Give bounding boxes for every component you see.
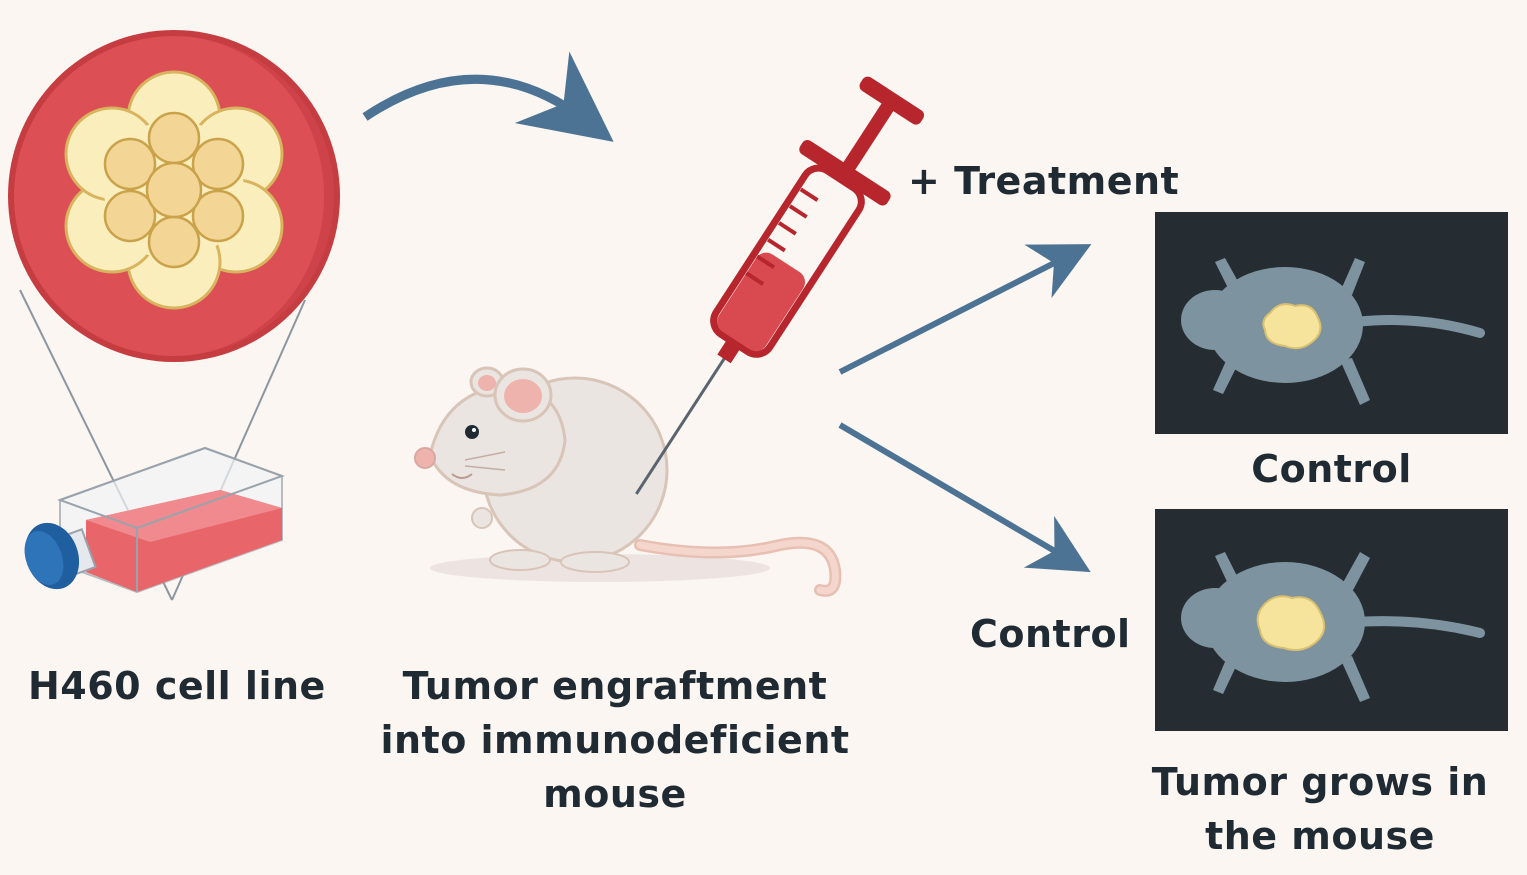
tumor-grows-label: Tumor grows in the mouse xyxy=(1120,756,1520,864)
arrow-to-treatment xyxy=(838,244,1092,375)
mouse-icon xyxy=(414,366,842,597)
engraftment-label: Tumor engraftment into immunodeficient m… xyxy=(380,660,850,822)
tumor-grows-line-1: Tumor grows in xyxy=(1151,760,1489,804)
engraftment-line-1: Tumor engraftment xyxy=(402,664,828,708)
engraftment-line-2: into immunodeficient xyxy=(380,717,850,762)
syringe-icon xyxy=(635,76,925,495)
arrow-to-control xyxy=(838,422,1091,573)
control-mouse-panel xyxy=(1155,509,1508,731)
tumor-icon xyxy=(1256,595,1326,651)
cell-spheroid-icon xyxy=(8,30,340,362)
curved-arrow xyxy=(362,51,614,142)
treated-mouse-panel xyxy=(1155,212,1508,434)
engraftment-line-3: mouse xyxy=(543,771,687,816)
culture-flask-icon xyxy=(24,446,285,594)
treatment-label: + Treatment xyxy=(908,159,1180,203)
tumor-icon xyxy=(1262,303,1322,350)
tumor-grows-line-2: the mouse xyxy=(1205,813,1435,858)
cell-line-label: H460 cell line xyxy=(28,664,326,708)
control-label-side: Control xyxy=(970,612,1131,656)
control-label-top: Control xyxy=(1251,447,1412,491)
